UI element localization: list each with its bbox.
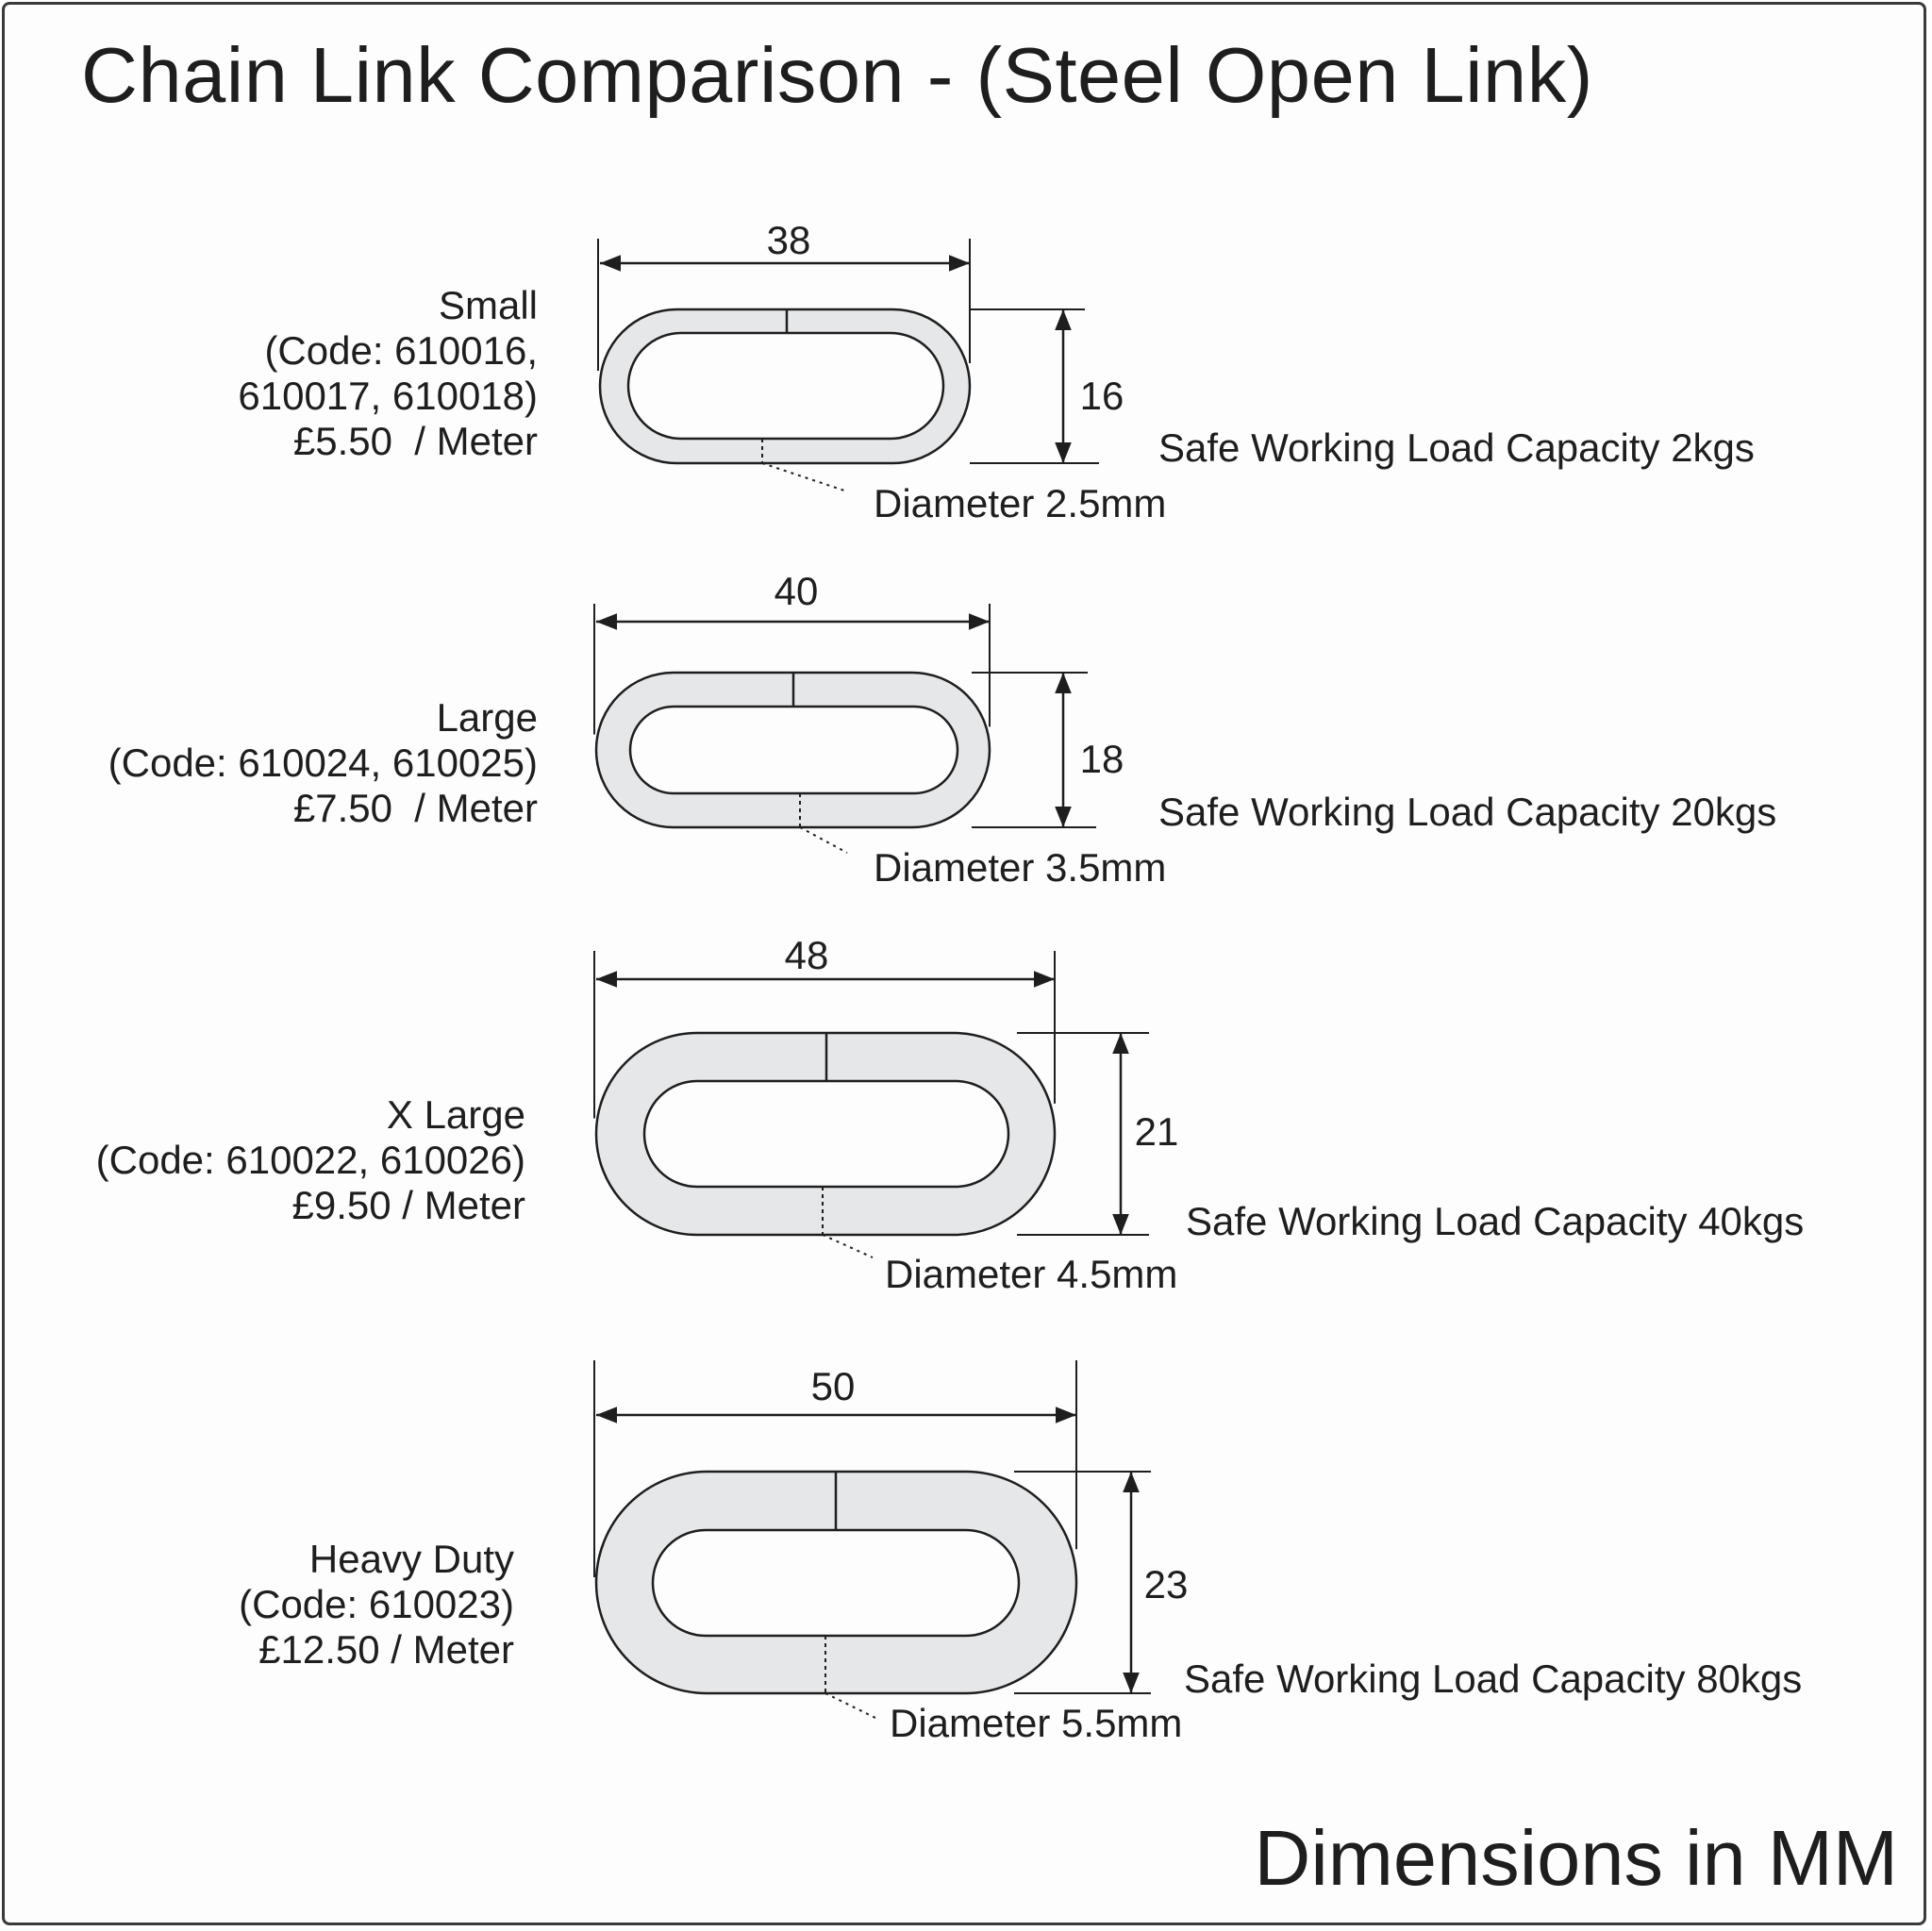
- width-dimension-label: 38: [766, 218, 811, 262]
- diameter-label: Diameter 4.5mm: [885, 1252, 1178, 1296]
- link-name: Small: [438, 283, 538, 327]
- diameter-leader-line: [799, 826, 848, 854]
- link-description-x-large: X Large (Code: 610022, 610026) £9.50 / M…: [96, 1092, 525, 1228]
- height-dimension-label: 21: [1134, 1109, 1179, 1154]
- diameter-leader-line: [822, 1234, 874, 1258]
- chain-link-ring: [598, 308, 972, 465]
- link-name: X Large: [386, 1092, 525, 1137]
- safe-working-load: Safe Working Load Capacity 80kgs: [1184, 1656, 1803, 1701]
- link-diagram-1: [593, 604, 1096, 854]
- height-dimension-label: 23: [1143, 1562, 1189, 1606]
- link-price: £9.50 / Meter: [291, 1183, 525, 1227]
- link-description-large: Large (Code: 610024, 610025) £7.50 / Met…: [108, 695, 538, 831]
- height-dimension-label: 18: [1079, 737, 1124, 781]
- link-price: £12.50 / Meter: [258, 1627, 514, 1672]
- diameter-leader-line: [761, 462, 845, 491]
- link-price: £7.50 / Meter: [292, 786, 538, 830]
- chain-link-ring: [594, 1470, 1078, 1695]
- diameter-label: Diameter 5.5mm: [890, 1701, 1183, 1745]
- diameter-leader-line: [824, 1692, 880, 1721]
- link-name: Heavy Duty: [308, 1537, 514, 1581]
- diameter-label: Diameter 3.5mm: [874, 845, 1167, 890]
- link-diagram-2: [593, 951, 1149, 1258]
- width-dimension-label: 40: [774, 569, 819, 613]
- link-code: (Code: 610016,: [264, 328, 538, 373]
- units-note: Dimensions in MM: [1254, 1814, 1898, 1902]
- link-diagram-3: [593, 1360, 1151, 1721]
- safe-working-load: Safe Working Load Capacity 20kgs: [1158, 790, 1777, 834]
- width-dimension-label: 48: [784, 933, 829, 977]
- link-code: (Code: 610024, 610025): [108, 741, 538, 785]
- width-dimension-label: 50: [810, 1364, 856, 1408]
- link-description-heavy-duty: Heavy Duty (Code: 610023) £12.50 / Meter: [239, 1537, 514, 1673]
- link-code: (Code: 610022, 610026): [95, 1138, 525, 1182]
- safe-working-load: Safe Working Load Capacity 40kgs: [1186, 1199, 1805, 1243]
- diameter-label: Diameter 2.5mm: [874, 481, 1167, 525]
- safe-working-load: Safe Working Load Capacity 2kgs: [1158, 425, 1755, 470]
- link-description-small: Small (Code: 610016, 610017, 610018) £5.…: [238, 283, 538, 464]
- link-name: Large: [436, 695, 538, 740]
- height-dimension-label: 16: [1079, 374, 1124, 418]
- link-diagram-0: [597, 239, 1099, 491]
- link-code: 610017, 610018): [238, 374, 538, 418]
- link-price: £5.50 / Meter: [292, 419, 538, 463]
- page-title: Chain Link Comparison - (Steel Open Link…: [81, 31, 1593, 119]
- link-code: (Code: 610023): [239, 1582, 514, 1626]
